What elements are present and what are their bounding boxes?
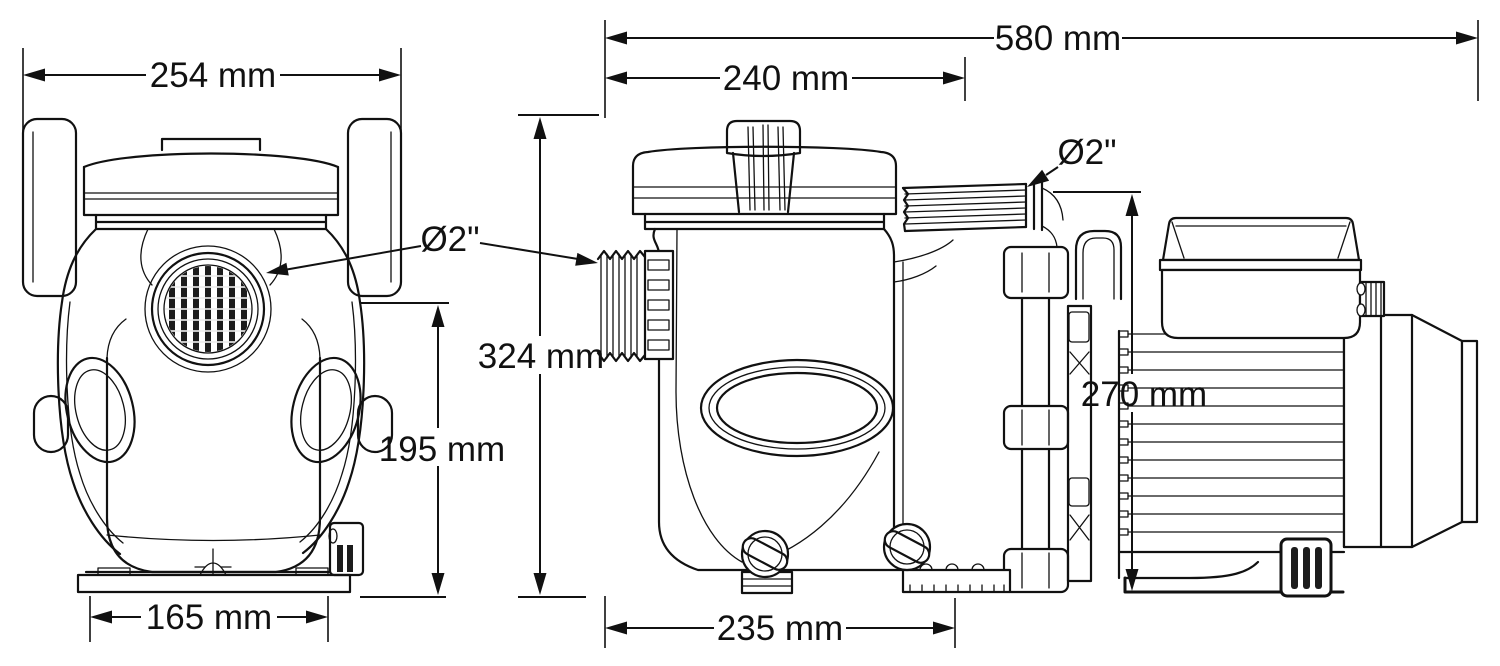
- dim-side-overall-length: 580 mm: [604, 19, 1479, 648]
- arrowhead: [605, 621, 627, 635]
- dim-front-port-height: 195 mm: [360, 302, 505, 598]
- arrowhead: [90, 610, 112, 624]
- dim-front-base-width: 165 mm: [89, 596, 329, 642]
- callout-front-port-diameter: Ø2": [266, 220, 598, 276]
- arrowhead: [1027, 169, 1050, 187]
- side-wing-right: [290, 356, 394, 464]
- carry-handle: [1074, 229, 1123, 301]
- fin-end-caps: [1118, 330, 1129, 536]
- dim-side-overall-height: 324 mm: [478, 114, 604, 598]
- drain-fitting: [328, 521, 365, 577]
- side-wing-left: [32, 356, 136, 464]
- arrowhead: [23, 68, 45, 82]
- strainer-tank: [652, 227, 954, 572]
- arrowhead: [605, 71, 627, 85]
- arrowhead: [533, 117, 547, 139]
- arrowhead: [605, 31, 627, 45]
- side-view: [596, 119, 1479, 598]
- strainer-port: [144, 245, 272, 373]
- motor-rear-cowl: [1342, 313, 1479, 549]
- arrowhead: [306, 610, 328, 624]
- front-base: [76, 548, 352, 594]
- arrowhead: [266, 262, 289, 276]
- dimension-label: 195 mm: [379, 430, 505, 469]
- arrowhead: [379, 68, 401, 82]
- wing-screw-right: [882, 522, 932, 572]
- arrowhead: [431, 573, 445, 595]
- lid-handle-left: [21, 117, 78, 298]
- arrowhead: [933, 621, 955, 635]
- callout-side-port-diameter: Ø2": [1027, 133, 1117, 187]
- lid-side: [631, 145, 898, 231]
- inlet-port: [596, 249, 675, 363]
- dimension-label: 580 mm: [995, 19, 1121, 58]
- terminal-box: [1158, 216, 1386, 340]
- dim-side-base-length: 235 mm: [605, 598, 956, 648]
- arrowhead: [1125, 569, 1139, 591]
- dim-side-motor-height: 270 mm: [1053, 191, 1207, 591]
- motor: [1117, 313, 1479, 598]
- dimension-label: 254 mm: [150, 56, 276, 95]
- dimension-label: 240 mm: [723, 59, 849, 98]
- arrowhead: [431, 305, 445, 327]
- arrowhead: [575, 252, 598, 266]
- dimension-label: 165 mm: [146, 598, 272, 637]
- dimension-label: 270 mm: [1081, 375, 1207, 414]
- wing-screw-left: [740, 529, 790, 579]
- seal-plate-oval: [699, 358, 895, 458]
- dimension-label: 235 mm: [717, 609, 843, 648]
- lid-front: [82, 137, 340, 231]
- callout-label: Ø2": [1057, 133, 1116, 172]
- vent-foot: [1279, 537, 1333, 598]
- dimension-label: 324 mm: [478, 337, 604, 376]
- dim-side-tank-length: 240 mm: [605, 57, 966, 101]
- arrowhead: [1125, 194, 1139, 216]
- dim-front-overall-width: 254 mm: [22, 48, 402, 137]
- dimensions: 254 mm 165 mm 195 mm Ø2": [22, 19, 1479, 648]
- arrowhead: [943, 71, 965, 85]
- callout-label: Ø2": [420, 220, 479, 259]
- cable-gland: [1356, 280, 1386, 318]
- front-view: [21, 117, 403, 594]
- volute-base: [901, 563, 1012, 594]
- discharge-port: [901, 179, 1064, 248]
- arrowhead: [1456, 31, 1478, 45]
- clamp-band: [1002, 245, 1093, 594]
- arrowhead: [533, 573, 547, 595]
- port-grate: [165, 266, 251, 352]
- lid-handle-right: [346, 117, 403, 298]
